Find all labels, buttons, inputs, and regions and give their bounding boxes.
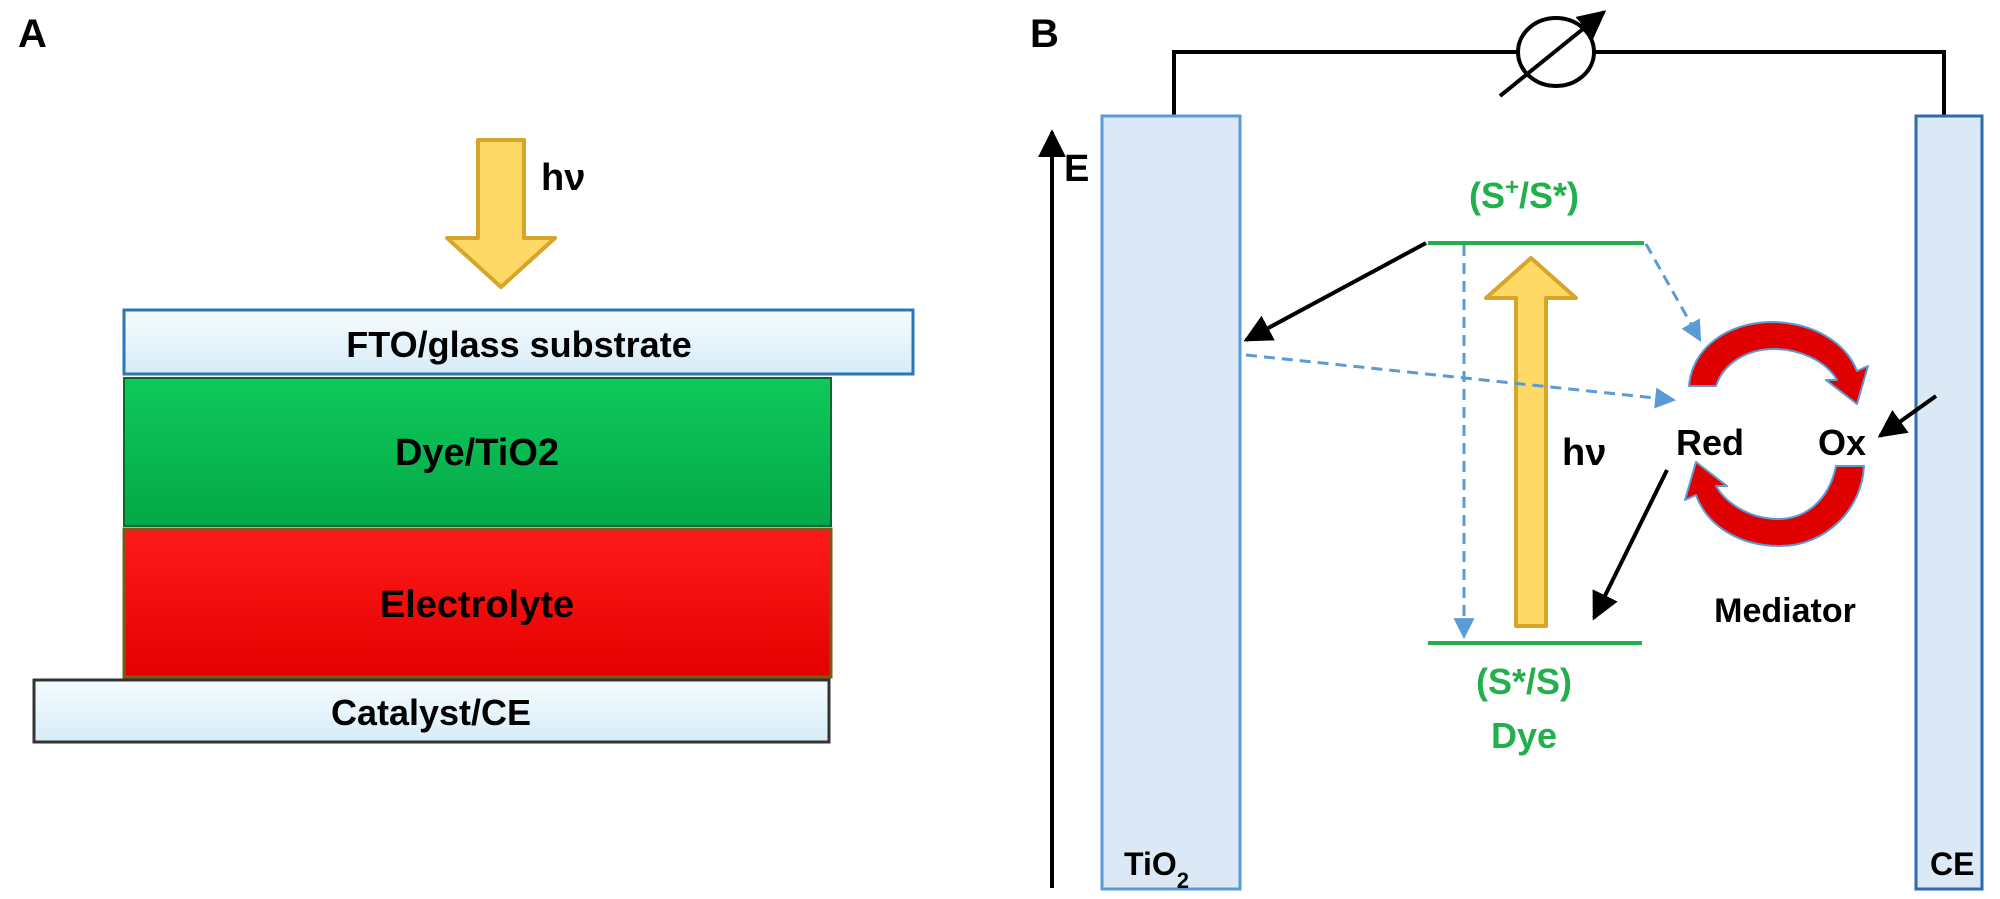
ground-state-label: (S*/S) — [1476, 661, 1572, 702]
red-label: Red — [1676, 422, 1744, 463]
energy-axis-label: E — [1064, 148, 1089, 190]
ce-electrode — [1914, 114, 1984, 891]
light-arrow-a — [445, 138, 557, 289]
meter-icon — [1498, 10, 1607, 98]
excitation-arrow — [1484, 256, 1578, 628]
tio2-electrode — [1100, 114, 1242, 891]
light-label-b: hν — [1562, 432, 1606, 474]
ce-to-ox-arrow — [1877, 394, 1938, 438]
recombination-arrow-dye — [1644, 243, 1702, 342]
injection-arrow — [1243, 241, 1427, 342]
mediator-arrow-bottom — [1684, 461, 1865, 547]
dye-label: Dye — [1491, 715, 1557, 756]
dye-layer-label: Dye/TiO2 — [395, 432, 559, 474]
catalyst-layer — [32, 678, 831, 744]
mediator-arrow-top — [1688, 321, 1869, 405]
regeneration-arrow — [1592, 469, 1669, 621]
excited-state-label: (S+/S*) — [1469, 174, 1579, 217]
panel-b: B E TiO2 CE (S+/S*) (S*/S) Dye hν — [1030, 10, 1984, 893]
panel-a-label: A — [18, 12, 47, 56]
catalyst-layer-label: Catalyst/CE — [331, 692, 531, 733]
fto-layer — [122, 308, 915, 376]
ce-electrode-label: CE — [1930, 846, 1974, 882]
tio2-electrode-label: TiO2 — [1124, 846, 1189, 893]
fto-layer-label: FTO/glass substrate — [346, 324, 691, 365]
mediator-label: Mediator — [1714, 592, 1856, 630]
panel-b-label: B — [1030, 12, 1059, 56]
electrolyte-layer-label: Electrolyte — [380, 584, 574, 626]
light-label-a: hν — [541, 157, 585, 199]
panel-a: A hν FTO/glass substrate Dye/TiO2 Electr… — [18, 12, 915, 744]
mediator-cycle — [1684, 321, 1869, 547]
electrolyte-layer — [122, 527, 833, 679]
dye-layer — [123, 377, 832, 527]
ox-label: Ox — [1818, 422, 1866, 463]
recombination-arrow-tio2 — [1245, 353, 1677, 409]
